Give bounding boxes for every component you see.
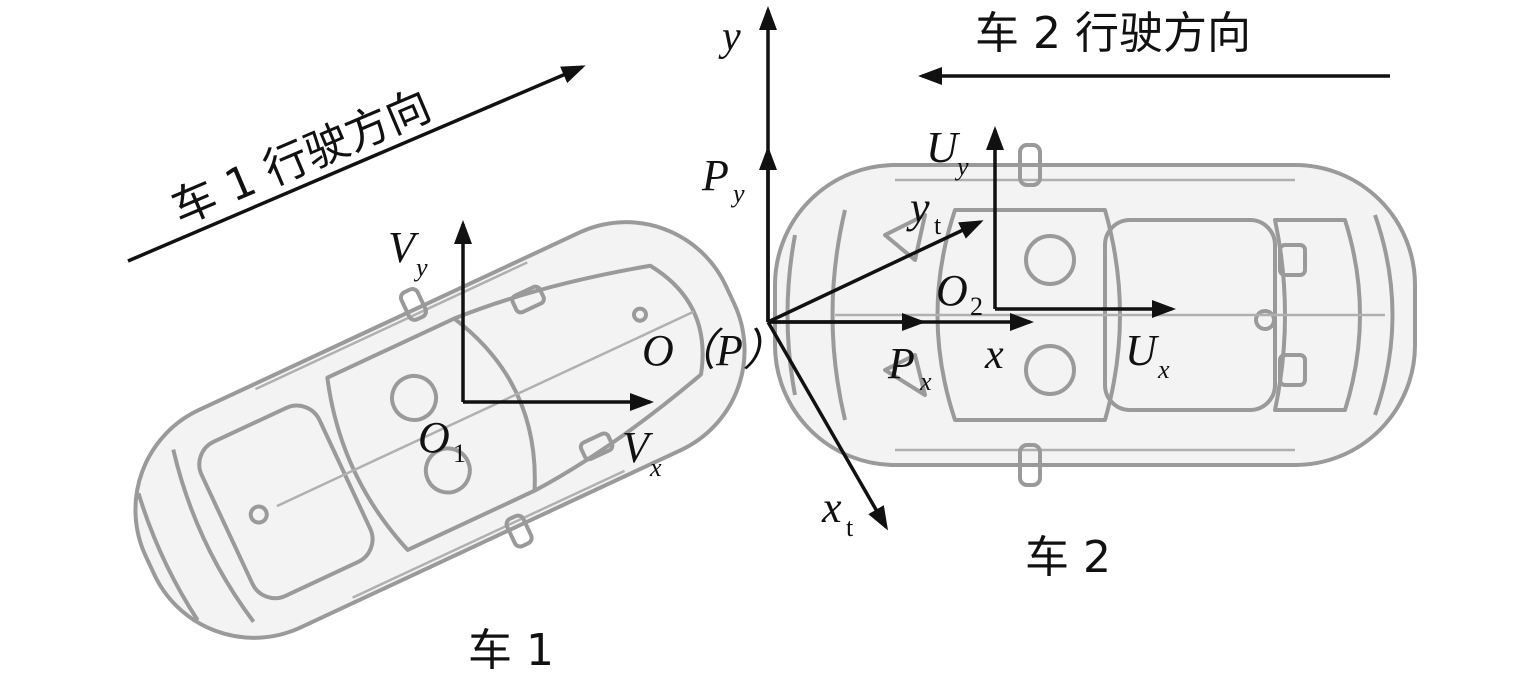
xt-subscript: t: [846, 513, 854, 542]
ux-subscript: x: [1157, 355, 1170, 384]
yt-subscript: t: [934, 211, 942, 240]
ux-label: U: [1125, 326, 1160, 375]
origin-p-label: （P）: [672, 326, 787, 375]
uy-label: U: [926, 123, 961, 172]
py-label: P: [701, 151, 729, 200]
car-2-drawing: [773, 143, 1417, 487]
o1-subscript: 1: [453, 439, 466, 468]
car-1-direction-label: 车 1 行驶方向: [164, 80, 438, 235]
yt-axis-arrow: [767, 220, 984, 324]
car-1-label: 车 1: [468, 625, 554, 676]
o2-label: O: [936, 266, 968, 315]
o1-label: O: [418, 413, 450, 462]
vy-subscript: y: [413, 253, 428, 282]
px-label: P: [887, 339, 915, 388]
car-2-label: 车 2: [1025, 532, 1111, 583]
py-subscript: y: [730, 179, 745, 208]
o2-subscript: 2: [970, 292, 983, 321]
origin-o-label: O: [642, 326, 674, 375]
xt-label: x: [821, 483, 842, 532]
car-1-direction-arrow: [127, 65, 586, 263]
uy-subscript: y: [954, 152, 969, 181]
x-axis-label: x: [984, 332, 1004, 378]
px-subscript: x: [919, 367, 932, 396]
vx-subscript: x: [649, 453, 662, 482]
y-axis-label: y: [718, 14, 741, 60]
vx-label: V: [622, 423, 654, 472]
vy-label: V: [388, 223, 420, 272]
yt-label: y: [906, 183, 930, 232]
car-1-drawing: [133, 220, 747, 640]
car-2-direction-label: 车 2 行驶方向: [975, 8, 1251, 59]
xt-axis-arrow: [766, 321, 888, 531]
